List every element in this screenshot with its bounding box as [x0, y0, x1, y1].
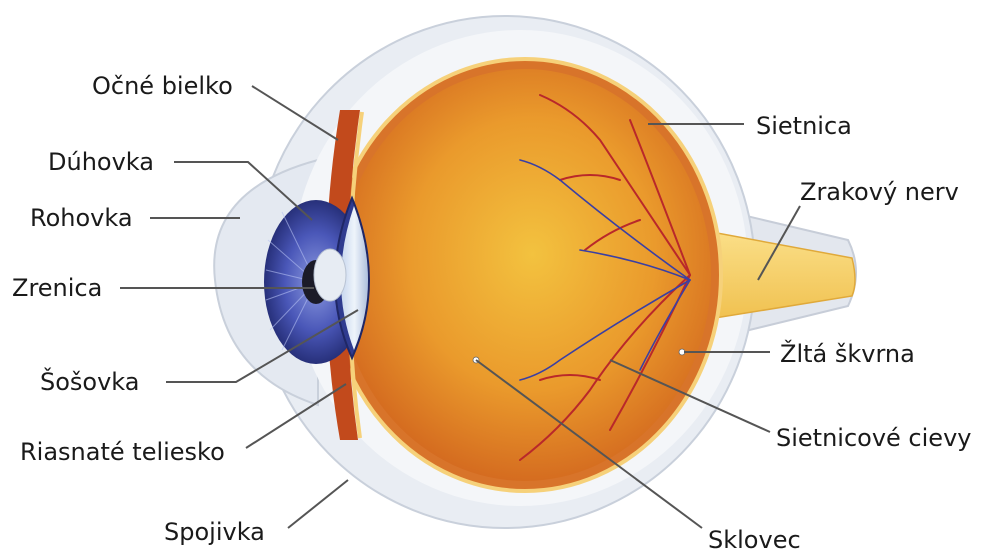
label-zlta-skvrna: Žltá škvrna: [780, 339, 915, 368]
label-sietnica: Sietnica: [756, 112, 852, 140]
label-riasnate-teliesko: Riasnaté teliesko: [20, 438, 225, 466]
label-ocne-bielko: Očné bielko: [92, 72, 233, 100]
label-sosovka: Šošovka: [40, 366, 140, 396]
vitreous-body: [339, 69, 711, 481]
label-rohovka: Rohovka: [30, 204, 133, 232]
label-sietnicove-cievy: Sietnicové cievy: [776, 424, 971, 452]
leader-spojivka: [288, 480, 348, 528]
eye-illustration: [214, 16, 856, 528]
label-sklovec: Sklovec: [708, 526, 801, 551]
label-spojivka: Spojivka: [164, 518, 265, 546]
label-duhovka: Dúhovka: [48, 148, 154, 176]
lens-highlight: [314, 249, 346, 301]
label-zrenica: Zrenica: [12, 274, 102, 302]
label-zrakovy-nerv: Zrakový nerv: [800, 178, 959, 206]
